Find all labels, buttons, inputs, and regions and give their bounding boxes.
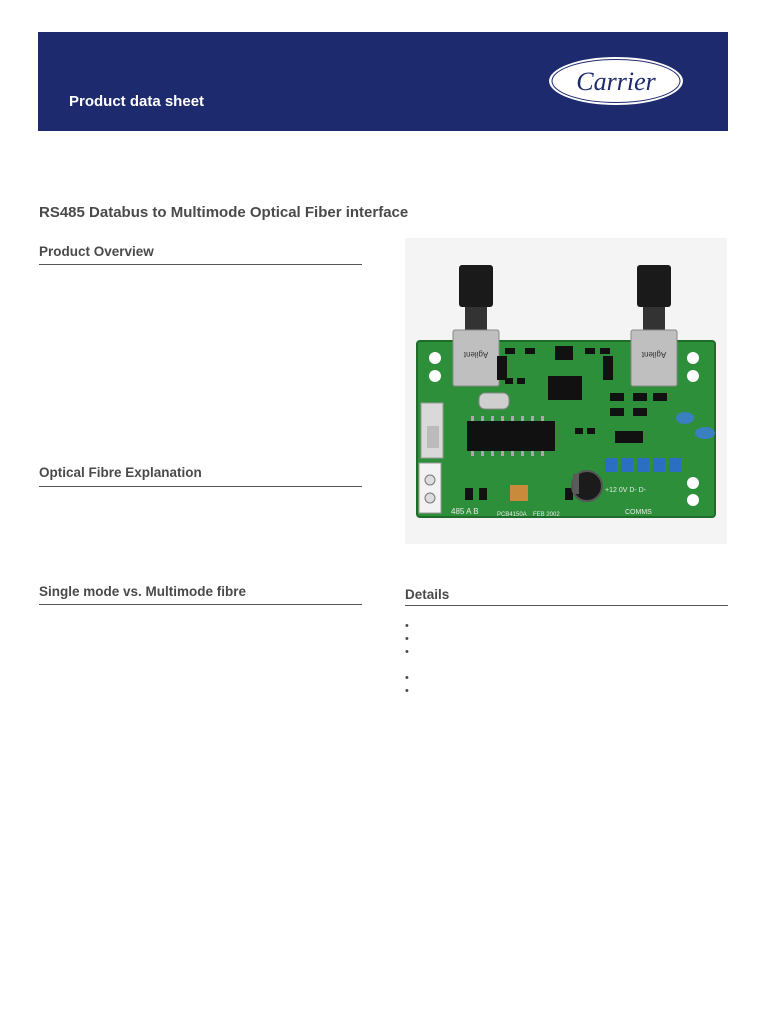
details-bullet <box>405 633 415 646</box>
board-label-date: FEB 2002 <box>533 512 560 518</box>
section-divider <box>405 605 728 606</box>
product-photo: Agilent Agilent <box>405 238 727 544</box>
section-divider <box>39 264 362 265</box>
section-details: Details <box>405 587 450 602</box>
board-label-comms: COMMS <box>625 509 652 516</box>
section-divider <box>39 486 362 487</box>
connector-label-right: Agilent <box>641 350 666 359</box>
details-bullet <box>405 685 415 698</box>
section-optical-fibre: Optical Fibre Explanation <box>39 465 202 480</box>
header-banner: Product data sheet Carrier <box>38 32 728 131</box>
logo-text: Carrier <box>576 67 656 96</box>
details-bullet <box>405 646 415 659</box>
section-single-vs-multimode: Single mode vs. Multimode fibre <box>39 584 247 599</box>
board-label-485: 485 A B <box>451 507 479 516</box>
board-label-code: PCB4150A <box>497 512 527 518</box>
section-product-overview: Product Overview <box>39 244 154 259</box>
circuit-board-image: Agilent Agilent <box>416 265 716 518</box>
connector-label-left: Agilent <box>463 350 488 359</box>
section-divider <box>39 604 362 605</box>
document-title: RS485 Databus to Multimode Optical Fiber… <box>39 204 409 221</box>
carrier-logo: Carrier <box>547 55 685 107</box>
details-bullet-list <box>405 620 415 698</box>
details-bullet <box>405 672 415 685</box>
board-label-terminals: +12 0V D- D- <box>605 487 647 494</box>
header-title: Product data sheet <box>69 93 205 110</box>
details-bullet <box>405 620 415 633</box>
